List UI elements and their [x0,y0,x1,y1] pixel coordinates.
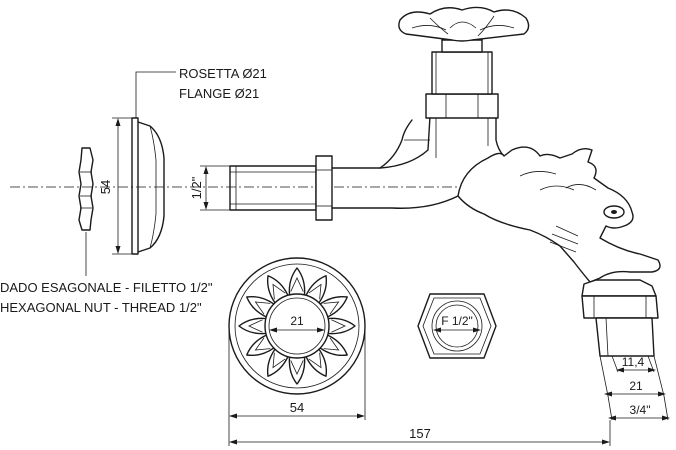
rosette-outer-label: 54 [290,400,304,415]
dimension-outlet-thread [607,395,670,421]
rosette-petal-vein [248,319,263,333]
rosette-petal-vein [308,283,322,300]
rosette-petal [305,275,328,304]
handwheel [398,6,530,42]
hex-nut-side-view [78,147,94,231]
rosette-petal-vein [331,319,346,333]
flange-height-label: 54 [98,180,113,194]
dimension-pipe-thread [200,165,230,211]
rosette-petal [305,348,328,377]
rosette-petal [288,267,306,296]
rosette-petal [246,295,275,318]
outlet-21-label: 21 [629,379,643,393]
dimension-rosette-outer [228,330,366,420]
rosette-petal [238,317,267,335]
hex-nut-front-view [417,293,497,359]
rosette-petal [266,348,289,377]
dimension-outlet-11-4 [611,355,656,373]
rosette-petal-vein [323,301,340,315]
rosette-petal [319,295,348,318]
rosette-petal-vein [272,283,286,300]
rosette-petal-vein [290,360,304,375]
rosetta-label-it: ROSETTA Ø21 [179,66,267,81]
rosette-petals [238,267,356,385]
rosette-petal [266,275,289,304]
outlet-thread-label: 3/4" [630,403,651,417]
rosette-petal-vein [254,301,271,315]
rosetta-label-en: FLANGE Ø21 [179,86,259,101]
total-length-label: 157 [409,426,431,441]
rosette-petal [327,317,356,335]
outlet-11-4-label: 11,4 [622,355,645,369]
dimension-flange-height [112,117,132,255]
dimension-outlet-21 [599,355,666,397]
rosette-petal-vein [272,352,286,369]
rosette-petal-vein [290,277,304,292]
flange-side-view [131,117,165,255]
rosette-petal [288,356,306,385]
decorative-spout-head [457,146,661,283]
rosetta-leader [135,71,176,118]
outlet-fitting [581,279,659,357]
rosette-inner-label: 21 [290,314,304,328]
rosette-petal-vein [323,337,340,351]
threaded-pipe [229,165,317,211]
rosette-petal-vein [254,337,271,351]
rosette-petal [319,334,348,357]
valve-bonnet [425,33,499,119]
pipe-thread-label: 1/2" [189,176,204,199]
nut-thread-label: F 1/2" [441,314,473,328]
nut-label-it: DADO ESAGONALE - FILETTO 1/2" [0,280,213,295]
rosette-front-view [228,257,366,395]
dimension-total-length [228,420,611,446]
rosette-petal-vein [308,352,322,369]
nut-label-en: HEXAGONAL NUT - THREAD 1/2" [0,300,202,315]
pipe-hex-collar [315,155,333,221]
rosette-petal [246,334,275,357]
